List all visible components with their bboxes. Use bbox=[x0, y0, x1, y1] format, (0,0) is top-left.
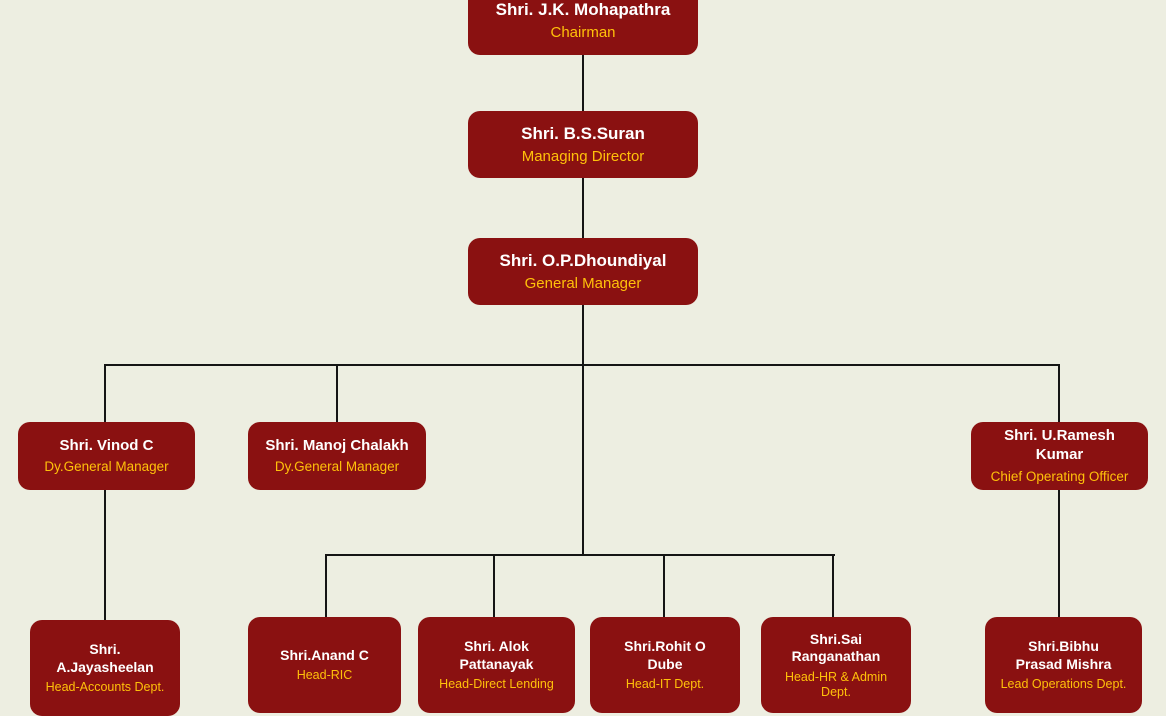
person-name: Shri. O.P.Dhoundiyal bbox=[499, 250, 667, 270]
org-node-coo-ramesh: Shri. U.Ramesh Kumar Chief Operating Off… bbox=[971, 422, 1148, 490]
person-title: Head-Accounts Dept. bbox=[45, 680, 165, 694]
person-name: Shri. Alok Pattanayak bbox=[459, 638, 534, 672]
org-node-dgm-manoj: Shri. Manoj Chalakh Dy.General Manager bbox=[248, 422, 426, 490]
connector-drop-ramesh bbox=[1058, 364, 1060, 422]
org-node-general-manager: Shri. O.P.Dhoundiyal General Manager bbox=[468, 238, 698, 305]
connector-md-gm bbox=[582, 178, 584, 238]
org-node-dgm-vinod: Shri. Vinod C Dy.General Manager bbox=[18, 422, 195, 490]
person-title: Chief Operating Officer bbox=[990, 468, 1129, 484]
org-node-managing-director: Shri. B.S.Suran Managing Director bbox=[468, 111, 698, 178]
connector-drop-anand bbox=[325, 554, 327, 617]
person-name: Shri.Sai Ranganathan bbox=[791, 630, 881, 665]
person-title: Chairman bbox=[550, 24, 616, 42]
connector-drop-rohit bbox=[663, 554, 665, 617]
person-name: Shri. B.S.Suran bbox=[521, 123, 645, 143]
person-title: General Manager bbox=[524, 275, 642, 293]
org-node-head-ric: Shri.Anand C Head-RIC bbox=[248, 617, 401, 713]
person-name: Shri. Manoj Chalakh bbox=[265, 436, 409, 454]
person-name: Shri. J.K. Mohapathra bbox=[495, 0, 671, 19]
person-name: Shri.Rohit O Dube bbox=[624, 638, 706, 672]
connector-drop-alok bbox=[493, 554, 495, 617]
person-title: Head-Direct Lending bbox=[439, 677, 554, 691]
person-name: Shri. U.Ramesh Kumar bbox=[1004, 427, 1115, 463]
person-title: Head-IT Dept. bbox=[625, 677, 705, 691]
person-title: Dy.General Manager bbox=[274, 459, 400, 475]
connector-ramesh-ops bbox=[1058, 490, 1060, 617]
person-name: Shri. Vinod C bbox=[59, 436, 154, 454]
org-node-head-direct-lending: Shri. Alok Pattanayak Head-Direct Lendin… bbox=[418, 617, 575, 713]
org-node-head-hr: Shri.Sai Ranganathan Head-HR & Admin Dep… bbox=[761, 617, 911, 713]
connector-branch2-rail bbox=[325, 554, 835, 556]
connector-chairman-md bbox=[582, 55, 584, 111]
person-title: Head-HR & Admin Dept. bbox=[784, 669, 888, 699]
org-node-head-accounts: Shri. A.Jayasheelan Head-Accounts Dept. bbox=[30, 620, 180, 716]
org-node-lead-operations: Shri.Bibhu Prasad Mishra Lead Operations… bbox=[985, 617, 1142, 713]
connector-gm-branch bbox=[582, 305, 584, 365]
person-name: Shri. A.Jayasheelan bbox=[56, 641, 154, 675]
connector-vinod-accounts bbox=[104, 490, 106, 620]
person-title: Dy.General Manager bbox=[44, 459, 169, 475]
person-title: Head-RIC bbox=[296, 668, 353, 683]
org-node-chairman: Shri. J.K. Mohapathra Chairman bbox=[468, 0, 698, 55]
org-node-head-it: Shri.Rohit O Dube Head-IT Dept. bbox=[590, 617, 740, 713]
connector-center-drop bbox=[582, 364, 584, 556]
person-name: Shri.Bibhu Prasad Mishra bbox=[1015, 638, 1112, 672]
org-chart: Shri. J.K. Mohapathra Chairman Shri. B.S… bbox=[18, 0, 1148, 716]
person-name: Shri.Anand C bbox=[280, 646, 369, 663]
connector-drop-vinod bbox=[104, 364, 106, 422]
person-title: Lead Operations Dept. bbox=[1000, 677, 1127, 691]
connector-drop-sai bbox=[832, 554, 834, 617]
connector-drop-manoj bbox=[336, 364, 338, 422]
person-title: Managing Director bbox=[521, 148, 645, 166]
